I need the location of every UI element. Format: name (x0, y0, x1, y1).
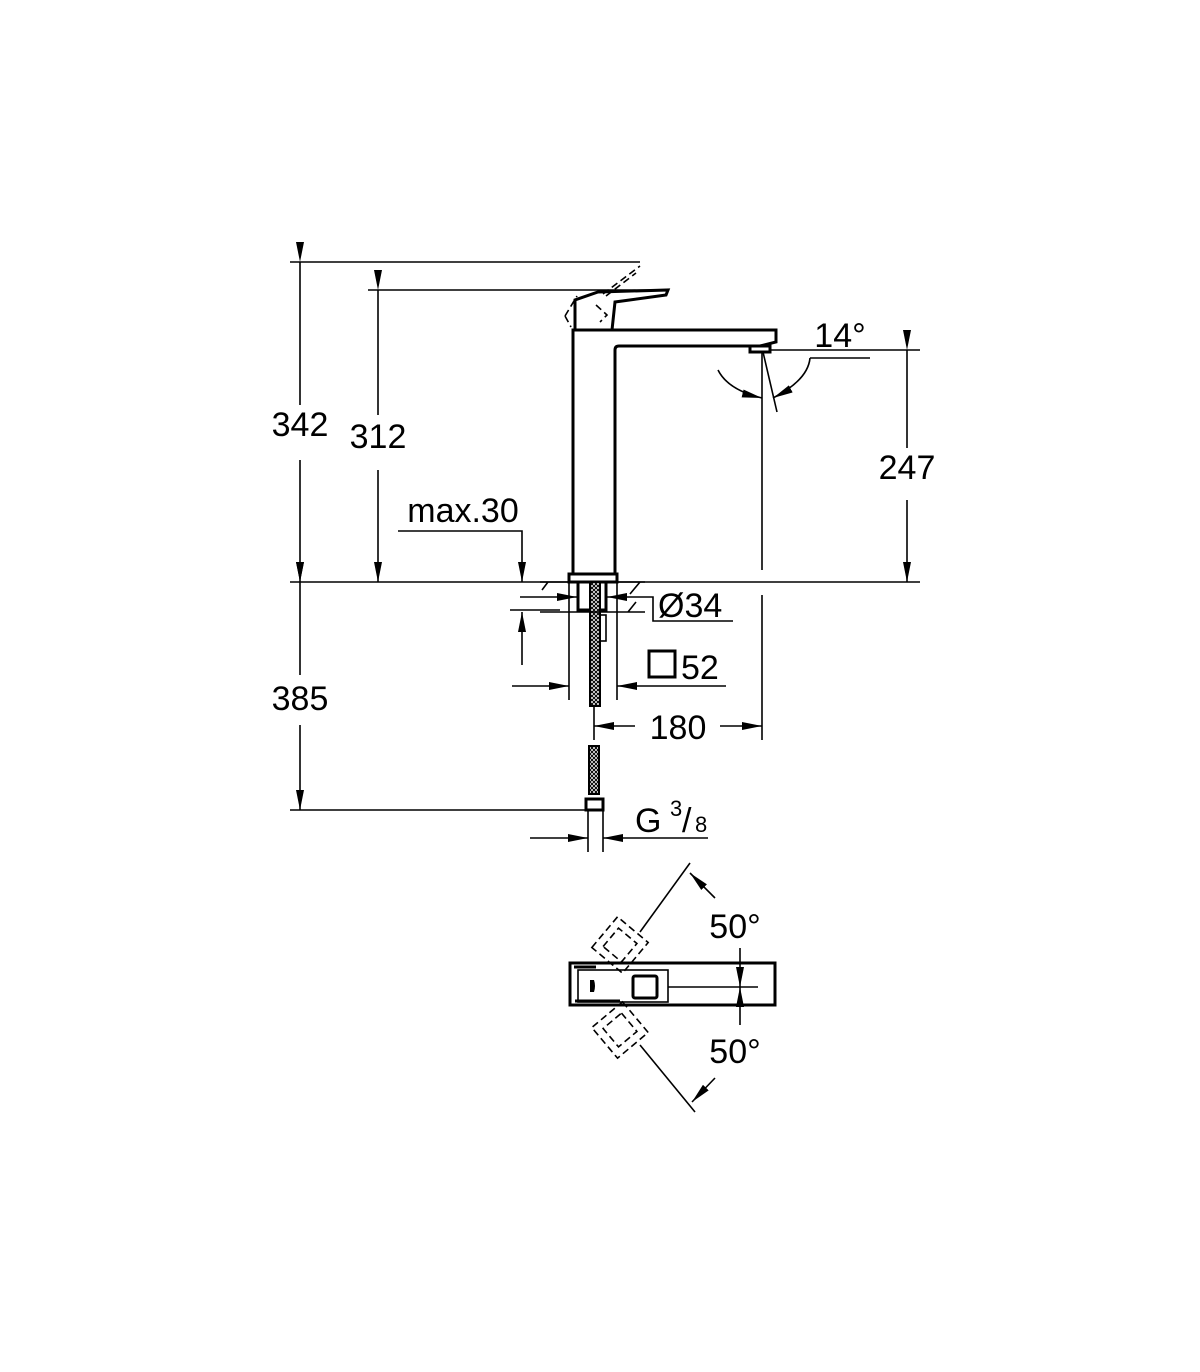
dimension-247: 247 (770, 330, 936, 582)
label-385: 385 (272, 680, 329, 718)
dimension-spout-reach: 180 (593, 595, 763, 747)
dimension-312: 312 (350, 270, 668, 582)
label-312: 312 (350, 418, 407, 456)
label-247: 247 (879, 449, 936, 487)
label-50-degrees-down: 50° (709, 1033, 760, 1071)
label-max30: max.30 (407, 492, 519, 530)
label-180: 180 (650, 709, 707, 747)
square-icon (647, 649, 677, 679)
label-14-degrees: 14° (814, 317, 865, 355)
label-fraction-num: 3 (670, 796, 682, 821)
dimension-base-square: 52 (512, 582, 726, 700)
dimension-385: 385 (272, 562, 590, 811)
dimension-spout-angle: 14° (717, 317, 870, 570)
label-50-degrees-up: 50° (709, 908, 760, 946)
faucet-top-view: 50° 50° (568, 862, 777, 1113)
label-diameter-34: Ø34 (658, 587, 722, 625)
dimension-342: 342 (272, 242, 640, 582)
dimension-connection-thread: G 3 / 8 (530, 796, 708, 842)
label-fraction-den: 8 (695, 812, 707, 837)
dimension-max-deck: max.30 (398, 492, 560, 665)
faucet-side-view (540, 265, 778, 852)
label-342: 342 (272, 406, 329, 444)
dimension-hole-diameter: Ø34 (520, 587, 733, 625)
fraction-slash: / (682, 802, 692, 840)
label-g: G (635, 802, 661, 840)
label-52: 52 (681, 649, 719, 687)
